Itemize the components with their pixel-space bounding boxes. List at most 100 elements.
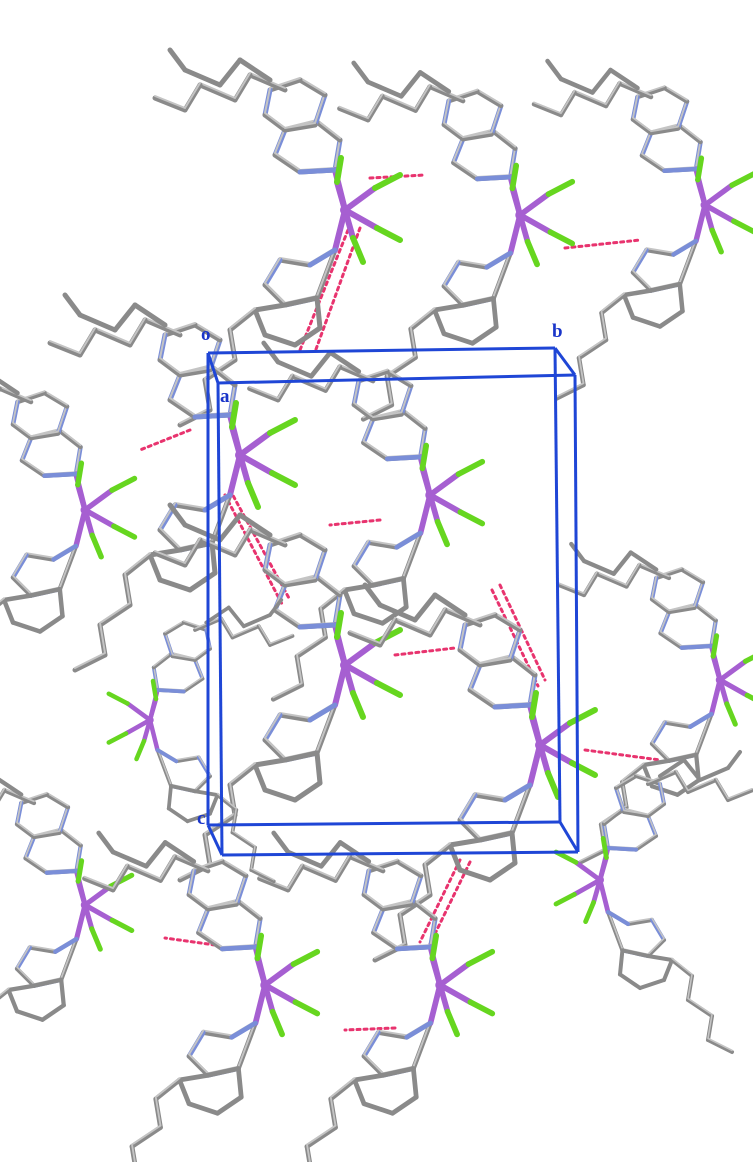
lower-chain-highlight xyxy=(409,307,436,329)
lower-chain-bond xyxy=(72,652,108,673)
upper-chain-bond xyxy=(558,90,577,118)
lower-ring-highlight xyxy=(632,269,652,290)
lower-chain-bond xyxy=(328,1077,357,1102)
metal-halide-bond xyxy=(262,961,297,988)
upper-ring-b-highlight xyxy=(264,542,271,569)
upper-chain-bond xyxy=(285,863,305,893)
upper-ring-bond xyxy=(272,152,303,175)
lower-chain-highlight xyxy=(204,832,211,864)
halide-ligand xyxy=(269,470,298,488)
upper-ring-bond xyxy=(677,123,703,145)
lower-ring-highlight xyxy=(632,247,648,272)
upper-ring-b-highlight xyxy=(58,804,69,832)
upper-ring-bond xyxy=(57,428,83,450)
upper-chain2-bond xyxy=(569,541,587,564)
lower-ring-b-bond xyxy=(252,302,288,313)
lower-ring-b-bond xyxy=(147,552,163,583)
upper-chain-highlight xyxy=(381,93,417,110)
lower-ring-highlight xyxy=(443,259,460,286)
lower-ring-b-bond xyxy=(57,586,65,619)
lower-ring-b-bond xyxy=(470,324,499,346)
lower-ring-bond xyxy=(351,563,376,588)
lower-ring-b-bond xyxy=(351,611,385,626)
upper-ring-b-highlight xyxy=(647,801,665,816)
upper-chain-bond xyxy=(624,563,642,589)
upper-chain-highlight xyxy=(277,373,294,400)
lower-ring-highlight xyxy=(647,937,665,956)
upper-chain-bond xyxy=(268,634,295,647)
upper-chain-bond xyxy=(197,82,238,103)
upper-ring-b-highlight xyxy=(363,868,370,894)
upper-chain-bond xyxy=(637,563,672,581)
lower-ring-b-bond xyxy=(370,576,406,588)
halide-ligand xyxy=(229,400,239,430)
lower-chain-highlight xyxy=(250,867,275,881)
lower-ring-b-bond xyxy=(477,830,515,843)
halide-ligand xyxy=(89,926,103,952)
lower-ring-bond xyxy=(27,945,58,954)
n-link xyxy=(606,845,639,852)
upper-chain2-bond xyxy=(545,58,564,82)
unit-cell-edge-2 xyxy=(206,352,220,384)
lower-ring-bond xyxy=(662,720,693,729)
upper-ring-b-highlight xyxy=(264,87,271,114)
upper-chain-bond xyxy=(182,82,203,113)
upper-ring-b-bond xyxy=(441,122,466,142)
lower-chain-bond xyxy=(554,382,586,401)
lower-ring-highlight xyxy=(25,552,55,559)
lower-chain-highlight xyxy=(306,1124,337,1146)
upper-ring-highlight xyxy=(509,145,517,177)
lower-ring-bond xyxy=(262,257,283,288)
unit-cell-edge-1 xyxy=(553,347,577,376)
n-link xyxy=(688,711,714,729)
upper-chain-bond xyxy=(0,788,7,802)
unit-cell-box xyxy=(206,346,580,857)
upper-ring-b-highlight xyxy=(179,367,211,374)
halide-ligand xyxy=(292,999,321,1017)
upper-chain-bond xyxy=(674,769,691,794)
complex-molecule-11 xyxy=(257,830,496,1162)
upper-ring-b-bond xyxy=(297,77,328,98)
upper-chain-bond xyxy=(442,607,483,628)
lower-ring-b-bond xyxy=(282,295,320,308)
upper-ring-highlight xyxy=(647,813,657,836)
upper-ring-b-highlight xyxy=(615,773,637,788)
upper-chain-highlight xyxy=(231,624,260,637)
lower-ring-bond xyxy=(24,552,56,562)
metal-halide-bond xyxy=(82,902,115,923)
lower-ring-b-bond xyxy=(157,577,193,593)
metal-halide-bond xyxy=(517,191,552,218)
upper-ring-b-highlight xyxy=(363,891,384,909)
upper-ring-highlight xyxy=(211,364,236,384)
upper-chain2-bond xyxy=(162,840,197,864)
lower-ring-b-bond xyxy=(6,983,37,993)
upper-chain-highlight xyxy=(83,875,114,890)
upper-ring-b-bond xyxy=(679,567,706,585)
upper-chain-bond xyxy=(110,863,130,893)
upper-chain2-bond xyxy=(0,777,24,797)
metal-atom xyxy=(80,900,90,910)
upper-ring-b-bond xyxy=(282,122,318,133)
unit-cell-edge-0 xyxy=(207,346,556,355)
upper-ring-b-bond xyxy=(666,605,697,615)
upper-chain-bond xyxy=(726,788,753,802)
upper-chain2-bond xyxy=(96,830,116,855)
upper-chain2-bond xyxy=(143,840,168,869)
upper-ring-b-highlight xyxy=(353,378,360,404)
halide-ligand xyxy=(524,238,540,268)
upper-chain-bond xyxy=(377,617,398,648)
lower-chain-bond xyxy=(97,602,133,628)
lower-chain-bond xyxy=(599,292,627,316)
lower-chain-bond xyxy=(227,762,258,788)
upper-chain-bond xyxy=(333,854,353,883)
metal-halide-bond xyxy=(571,877,603,897)
upper-ring-highlight xyxy=(402,408,427,428)
upper-chain2-bond xyxy=(226,605,246,629)
lower-ring-b-bond xyxy=(457,867,493,883)
lower-chain-highlight xyxy=(374,942,406,959)
upper-chain2-bond xyxy=(237,57,273,83)
upper-ring-highlight xyxy=(419,425,427,457)
metal-n-bond xyxy=(597,877,611,915)
lower-ring-bond xyxy=(351,540,371,569)
metal-halide-bond xyxy=(125,701,153,723)
